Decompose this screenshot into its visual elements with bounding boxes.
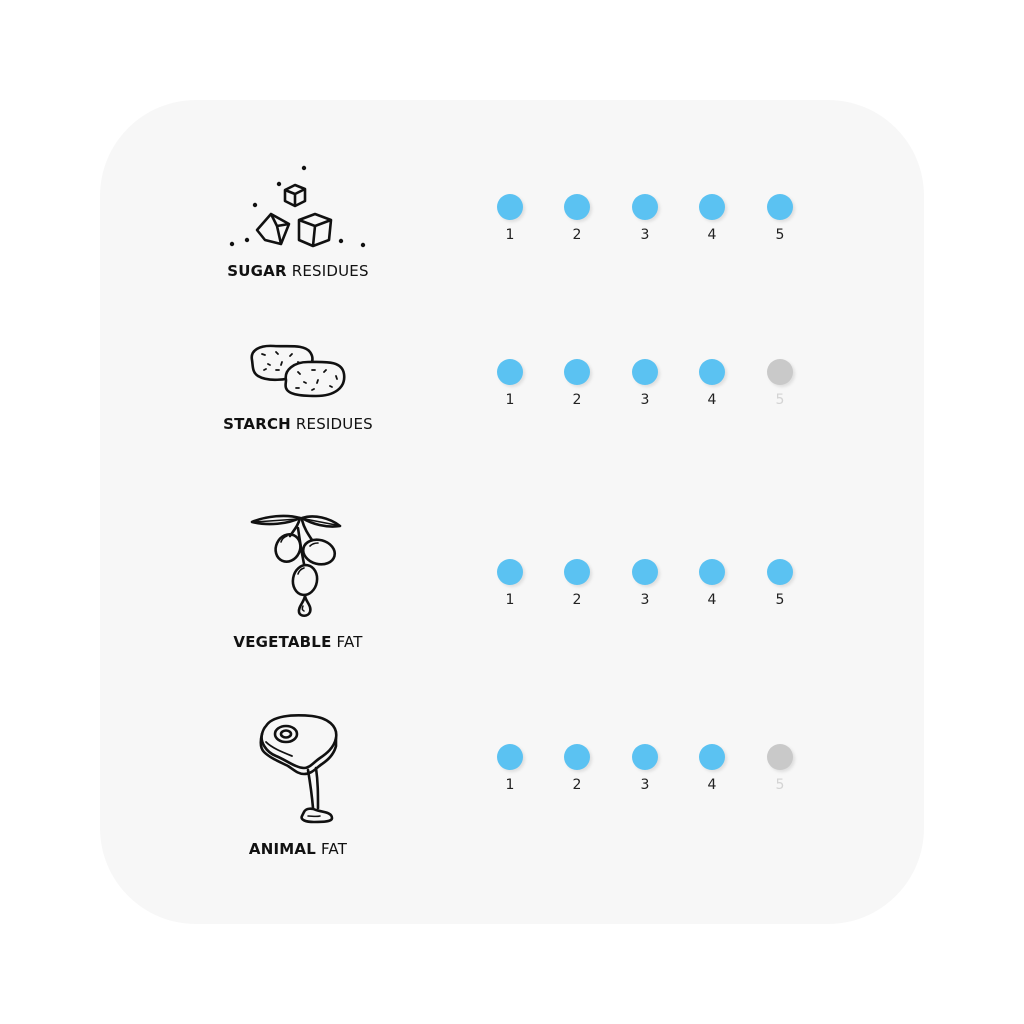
olives-icon — [250, 512, 346, 620]
rating-dot-filled — [767, 194, 793, 220]
rating-dot-filled — [497, 359, 523, 385]
rating-dot-filled — [564, 194, 590, 220]
rating-dot-filled — [564, 559, 590, 585]
rating-number: 2 — [572, 592, 582, 608]
rating-dot-filled — [699, 194, 725, 220]
rating-number: 1 — [505, 777, 515, 793]
label-rest: RESIDUES — [290, 415, 373, 433]
rating-dot-filled — [699, 359, 725, 385]
rating-card — [100, 100, 924, 924]
rating-number: 3 — [640, 777, 650, 793]
rating-number: 5 — [775, 227, 785, 243]
rating-number: 1 — [505, 227, 515, 243]
rating-number: 4 — [707, 392, 717, 408]
rating-dot-filled — [632, 194, 658, 220]
meat-drip-icon — [256, 712, 340, 826]
rating-number: 5 — [775, 392, 785, 408]
category-label-vegetable-fat: VEGETABLE FAT — [233, 633, 362, 651]
category-label-animal-fat: ANIMAL FAT — [249, 840, 347, 858]
label-rest: FAT — [331, 633, 363, 651]
label-bold: ANIMAL — [248, 840, 316, 858]
potatoes-icon — [246, 340, 350, 402]
rating-dot-filled — [699, 744, 725, 770]
rating-dot-empty — [767, 359, 793, 385]
label-bold: SUGAR — [227, 262, 287, 280]
sugar-cubes-icon — [223, 160, 373, 252]
rating-number: 4 — [707, 777, 717, 793]
rating-dot-filled — [632, 359, 658, 385]
rating-dot-filled — [497, 194, 523, 220]
rating-number: 4 — [707, 227, 717, 243]
rating-number: 1 — [505, 392, 515, 408]
rating-number: 2 — [572, 777, 582, 793]
rating-number: 5 — [775, 592, 785, 608]
category-label-sugar: SUGAR RESIDUES — [227, 262, 368, 280]
label-bold: STARCH — [223, 415, 291, 433]
rating-number: 5 — [775, 777, 785, 793]
label-bold: VEGETABLE — [233, 633, 332, 651]
rating-dot-filled — [632, 744, 658, 770]
rating-number: 2 — [572, 227, 582, 243]
rating-number: 3 — [640, 592, 650, 608]
category-label-starch: STARCH RESIDUES — [223, 415, 373, 433]
rating-dot-filled — [497, 559, 523, 585]
rating-dot-filled — [699, 559, 725, 585]
rating-number: 3 — [640, 227, 650, 243]
rating-number: 1 — [505, 592, 515, 608]
rating-number: 4 — [707, 592, 717, 608]
rating-number: 3 — [640, 392, 650, 408]
rating-dot-filled — [767, 559, 793, 585]
label-rest: FAT — [315, 840, 348, 858]
rating-dot-filled — [497, 744, 523, 770]
rating-dot-filled — [564, 744, 590, 770]
rating-dot-filled — [564, 359, 590, 385]
rating-dot-filled — [632, 559, 658, 585]
rating-dot-empty — [767, 744, 793, 770]
rating-number: 2 — [572, 392, 582, 408]
label-rest: RESIDUES — [286, 262, 369, 280]
